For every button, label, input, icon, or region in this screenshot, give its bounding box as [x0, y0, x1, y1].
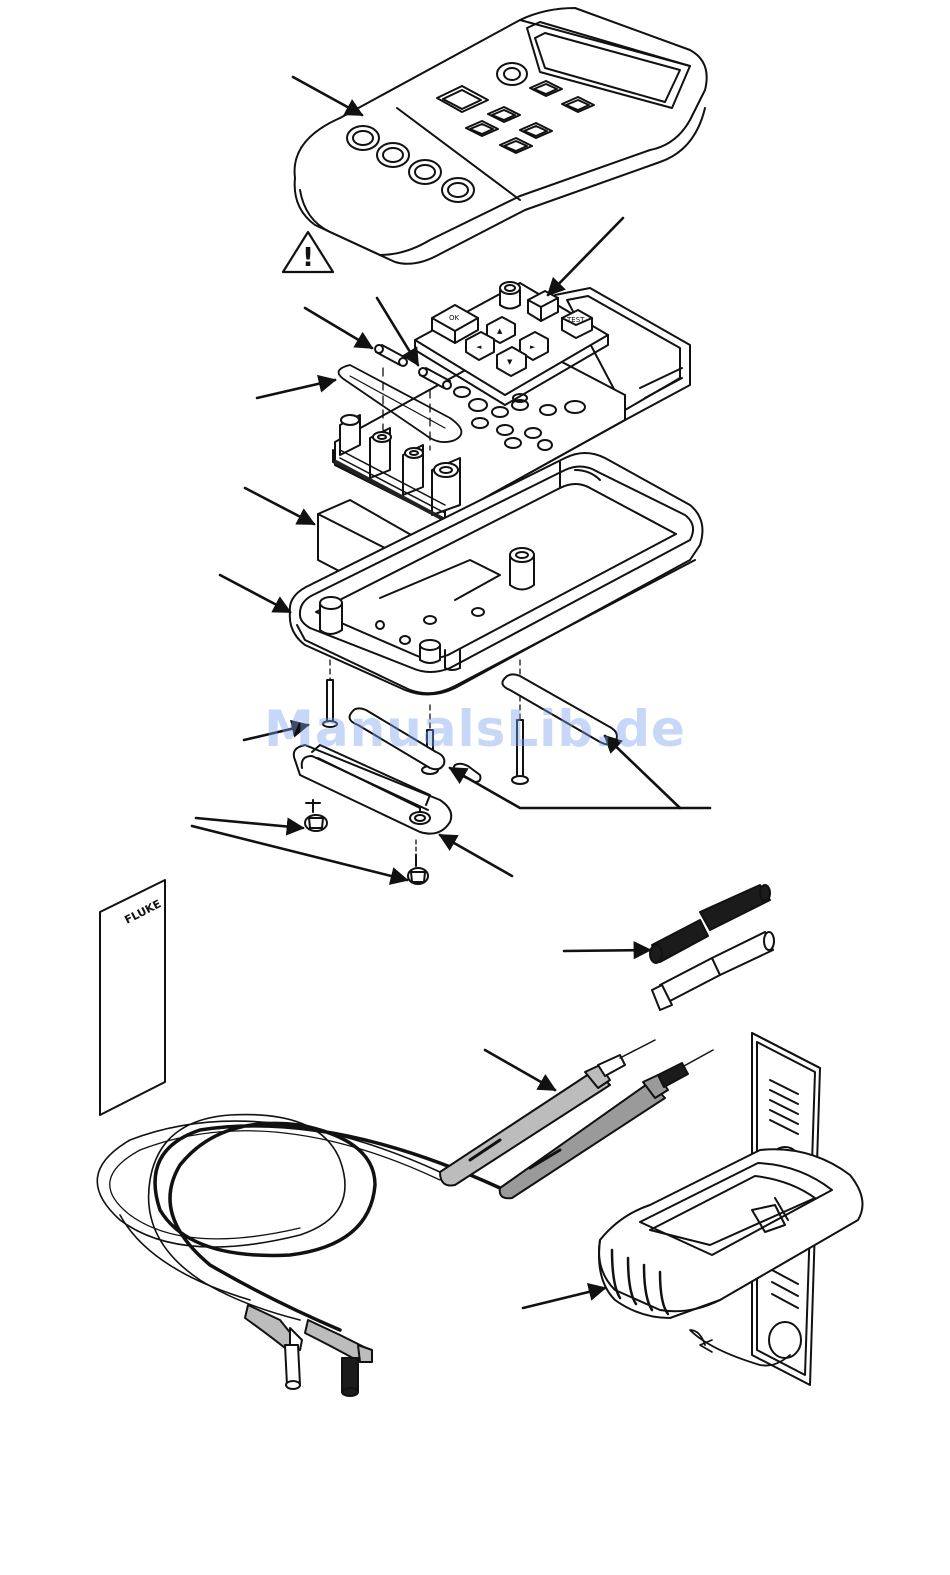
holster — [599, 1033, 863, 1385]
test-leads — [97, 1040, 713, 1396]
svg-text:►: ► — [530, 343, 536, 351]
users-manual: FLUKE — [100, 880, 165, 1115]
svg-text:TEST: TEST — [566, 316, 585, 324]
svg-text:OK: OK — [449, 314, 460, 322]
fuse-1 — [375, 345, 407, 366]
probe-accessories — [650, 885, 774, 1010]
top-case — [295, 8, 707, 264]
long-screw-1 — [323, 660, 337, 727]
svg-text:▼: ▼ — [507, 358, 513, 366]
door-screw-2 — [408, 840, 428, 884]
svg-text:▲: ▲ — [497, 327, 503, 335]
svg-text:◄: ◄ — [476, 343, 482, 351]
warning-symbol: ! — [302, 243, 314, 273]
warning-triangle-icon: ! — [283, 232, 333, 273]
door-screw-1 — [305, 800, 327, 831]
